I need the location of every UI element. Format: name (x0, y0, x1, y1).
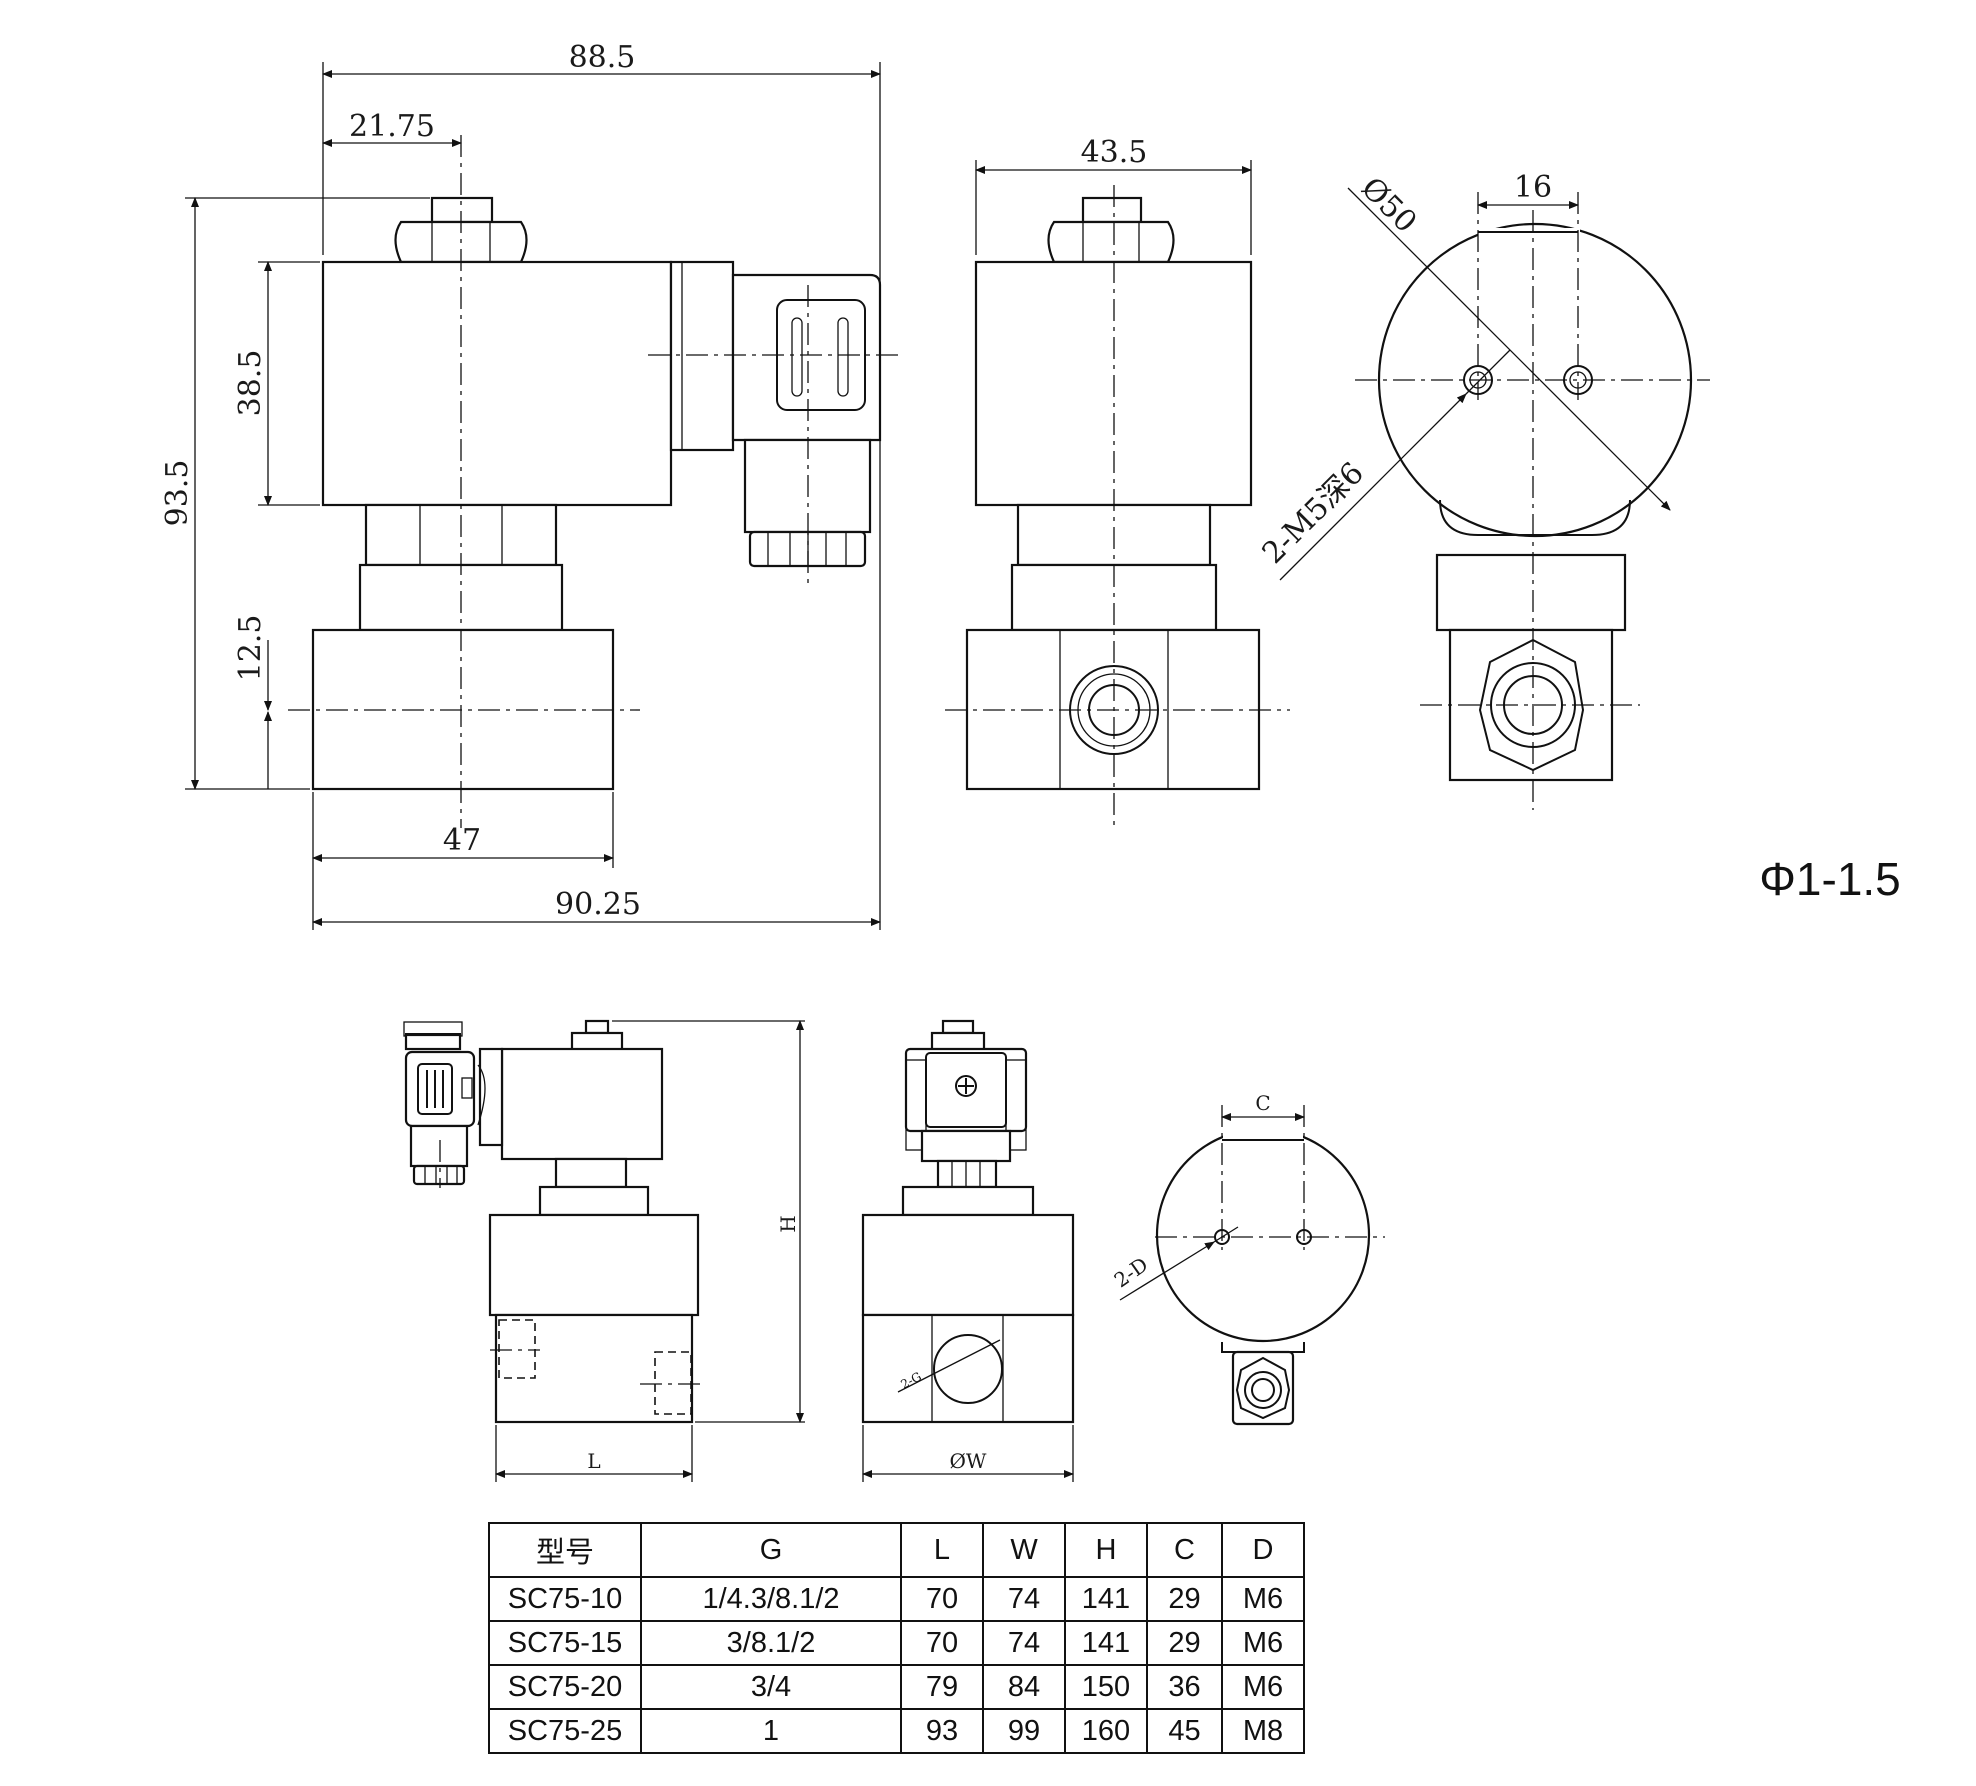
cell-w: 99 (982, 1708, 1066, 1754)
table-row: SC75-20 3/4 79 84 150 36 M6 (488, 1664, 1305, 1710)
cell-h: 141 (1064, 1576, 1148, 1622)
cell-d: M6 (1221, 1576, 1305, 1622)
top-view-generic: C 2-D (1110, 1091, 1385, 1426)
cell-d: M6 (1221, 1664, 1305, 1710)
dim-38-5: 38.5 (233, 350, 268, 417)
table-header-row: 型号 G L W H C D (488, 1522, 1305, 1578)
cell-c: 29 (1146, 1576, 1223, 1622)
col-d: D (1221, 1522, 1305, 1578)
thread-note: 2-M5深6 (1256, 456, 1371, 571)
spec-table: 型号 G L W H C D SC75-10 1/4.3/8.1/2 70 74… (488, 1522, 1305, 1754)
dim-diameter-50: Ø50 (1354, 171, 1423, 240)
cell-model: SC75-25 (488, 1708, 642, 1754)
dim-12-5: 12.5 (233, 615, 268, 682)
cell-model: SC75-10 (488, 1576, 642, 1622)
cell-g: 1/4.3/8.1/2 (640, 1576, 902, 1622)
label-h: H (776, 1215, 800, 1232)
cell-d: M8 (1221, 1708, 1305, 1754)
dim-90-25: 90.25 (555, 887, 641, 922)
dim-47: 47 (443, 823, 481, 858)
top-view: 16 Ø50 2-M5深6 (1256, 170, 1710, 810)
col-h: H (1064, 1522, 1148, 1578)
cell-w: 74 (982, 1576, 1066, 1622)
dim-88-5: 88.5 (569, 40, 636, 75)
front-view-generic: 2-G ØW (861, 1019, 1075, 1482)
cell-model: SC75-15 (488, 1620, 642, 1666)
col-g: G (640, 1522, 902, 1578)
cell-g: 3/4 (640, 1664, 902, 1710)
cell-c: 45 (1146, 1708, 1223, 1754)
label-2d: 2-D (1110, 1252, 1153, 1292)
cell-l: 70 (900, 1620, 984, 1666)
cell-l: 93 (900, 1708, 984, 1754)
table-row: SC75-10 1/4.3/8.1/2 70 74 141 29 M6 (488, 1576, 1305, 1622)
col-model: 型号 (488, 1522, 642, 1578)
dim-93-5: 93.5 (160, 460, 195, 527)
label-c: C (1255, 1091, 1270, 1115)
col-w: W (982, 1522, 1066, 1578)
cell-l: 70 (900, 1576, 984, 1622)
label-l: L (587, 1449, 600, 1473)
cell-h: 150 (1064, 1664, 1148, 1710)
cell-w: 74 (982, 1620, 1066, 1666)
cell-g: 3/8.1/2 (640, 1620, 902, 1666)
dim-43-5: 43.5 (1081, 135, 1148, 170)
cell-g: 1 (640, 1708, 902, 1754)
col-c: C (1146, 1522, 1223, 1578)
front-view: 43.5 (945, 135, 1290, 830)
cell-h: 141 (1064, 1620, 1148, 1666)
table-row: SC75-15 3/8.1/2 70 74 141 29 M6 (488, 1620, 1305, 1666)
side-view: 88.5 21.75 38.5 93.5 12.5 47 90.25 (160, 40, 900, 930)
cell-l: 79 (900, 1664, 984, 1710)
dim-16: 16 (1514, 170, 1552, 205)
cell-c: 36 (1146, 1664, 1223, 1710)
orifice-label: Φ1-1.5 (1759, 853, 1901, 905)
label-ow: ØW (950, 1449, 987, 1473)
cell-d: M6 (1221, 1620, 1305, 1666)
cell-c: 29 (1146, 1620, 1223, 1666)
cell-model: SC75-20 (488, 1664, 642, 1710)
cell-h: 160 (1064, 1708, 1148, 1754)
cell-w: 84 (982, 1664, 1066, 1710)
side-view-generic: H L (403, 1019, 805, 1482)
col-l: L (900, 1522, 984, 1578)
table-row: SC75-25 1 93 99 160 45 M8 (488, 1708, 1305, 1754)
dim-21-75: 21.75 (349, 109, 435, 144)
